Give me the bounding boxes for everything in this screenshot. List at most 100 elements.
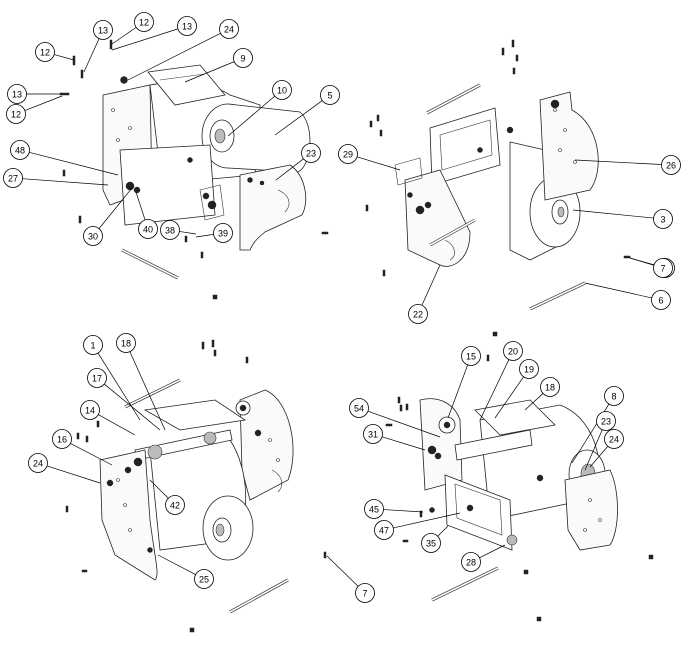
callout-number: 1 [90,341,95,351]
callout-bubble [165,495,185,515]
callout-bubble [160,220,180,240]
callout-number: 12 [40,48,50,58]
callout-leader-line [326,555,359,587]
callout-bubble [461,552,481,572]
callout-39: 39 [195,223,233,243]
callout-leader-line [589,445,609,468]
callout-38: 38 [160,220,197,240]
callout-leader-line [584,282,652,299]
callout-leader-line [104,383,161,431]
callout-number: 18 [545,383,555,393]
callout-bubble [7,84,27,104]
callout-number: 17 [92,374,102,384]
callout-leader-line [227,95,275,137]
callout-31: 31 [363,424,426,451]
callout-leader-line [421,264,441,306]
callout-leader-line [274,100,323,136]
callout-number: 42 [170,501,180,511]
callout-12: 12 [35,42,75,62]
callout-13: 13 [83,20,113,73]
callout-bubble [364,499,384,519]
callout-bubble [320,85,340,105]
callout-27: 27 [3,168,109,188]
callout-19: 19 [494,359,539,419]
callout-number: 12 [139,18,149,28]
callout-15: 15 [447,346,481,419]
callout-35: 35 [421,525,449,553]
callout-leader-line [447,364,469,419]
callout-number: 7 [660,264,665,274]
callout-leader-line [24,95,63,111]
exploded-view-bottom-left [65,339,327,633]
callout-bubble [6,104,26,124]
callout-number: 3 [660,215,665,225]
callout-28: 28 [461,544,506,572]
callout-bubble [651,290,671,310]
callout-leader-line [184,61,235,83]
callout-25: 25 [157,554,214,589]
callout-leader-line [29,152,119,176]
callout-54: 54 [349,398,441,438]
callout-6: 6 [584,282,671,310]
callout-number: 10 [277,86,287,96]
callout-leader-line [46,465,101,484]
callout-22: 22 [408,264,441,324]
callout-number: 13 [98,26,108,36]
callout-12: 12 [6,95,63,124]
callout-bubble [503,341,523,361]
callout-9: 9 [184,48,253,83]
callout-leader-line [129,351,166,431]
callout-bubble [177,16,197,36]
callout-40: 40 [135,191,158,239]
callout-45: 45 [364,499,424,519]
callout-1: 1 [83,335,141,421]
callout-leader-line [22,178,109,186]
callout-number: 9 [240,54,245,64]
callout-number: 20 [508,347,518,357]
callout-bubble [28,453,48,473]
callout-24: 24 [127,19,239,81]
callout-10: 10 [227,80,292,137]
callout-number: 45 [369,505,379,515]
callout-number: 30 [88,232,98,242]
callout-number: 23 [306,149,316,159]
callout-42: 42 [149,479,185,515]
callout-leader-line [195,234,214,238]
callout-47: 47 [374,512,461,540]
callout-number: 12 [11,110,21,120]
callout-24: 24 [28,453,101,484]
callout-bubble [363,424,383,444]
callout-leader-line [98,414,136,436]
callout-number: 7 [362,589,367,599]
callout-13: 13 [111,16,197,51]
callout-number: 47 [379,526,389,536]
exploded-view-top-left [59,39,329,300]
callout-bubble [421,533,441,553]
callout-leader-line [97,352,141,421]
callout-23: 23 [584,411,616,471]
callout-number: 54 [354,404,364,414]
callout-number: 22 [413,310,423,320]
callout-bubble [10,140,30,160]
exploded-view-bottom-right [385,331,654,622]
callout-number: 24 [33,459,43,469]
callout-bubble [213,223,233,243]
callout-leader-line [437,525,449,537]
callout-number: 25 [199,575,209,585]
callout-bubble [93,20,113,40]
callout-bubble [301,143,321,163]
callout-16: 16 [52,429,113,466]
callout-number: 39 [218,229,228,239]
callout-number: 26 [666,161,676,171]
callout-bubble [653,258,673,278]
callout-number: 15 [466,352,476,362]
callout-bubble [272,80,292,100]
callout-bubble [604,386,624,406]
callout-13: 13 [7,84,60,104]
callout-number: 5 [327,91,332,101]
callout-bubble [349,398,369,418]
callout-bubble [80,400,100,420]
callout-20: 20 [479,341,523,421]
callout-number: 28 [466,558,476,568]
